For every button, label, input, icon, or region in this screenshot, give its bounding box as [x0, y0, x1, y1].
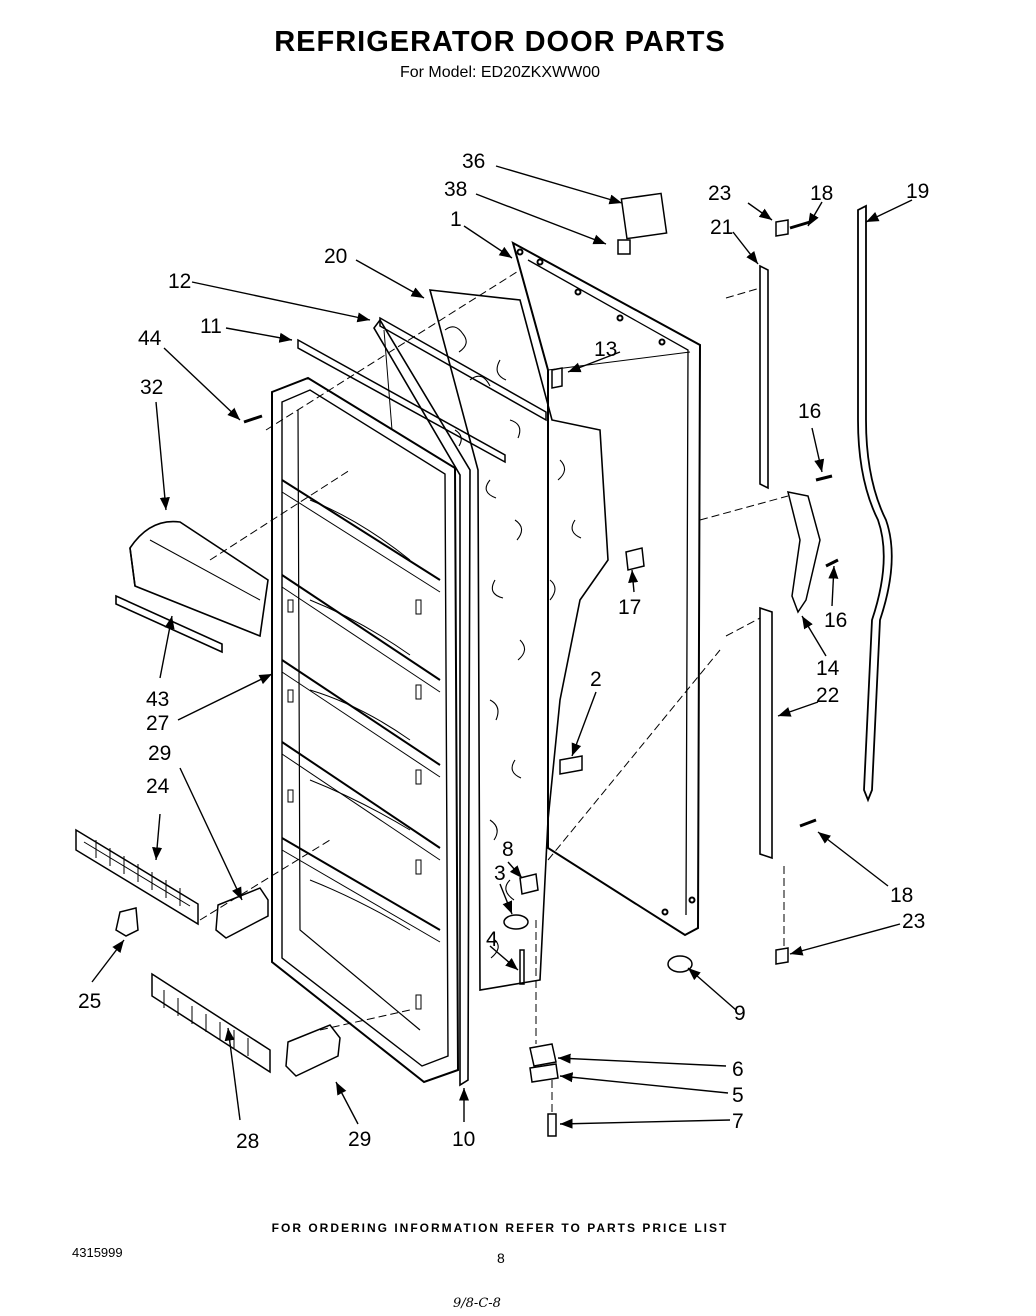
callout-22: 22: [816, 684, 839, 707]
callout-27: 27: [146, 712, 169, 735]
callout-6: 6: [732, 1058, 744, 1081]
hinge-bracket: [786, 491, 821, 614]
handwritten-note: 9/8-C-8: [453, 1296, 501, 1311]
door-gasket: [373, 318, 471, 1087]
callout-7: 7: [732, 1110, 744, 1133]
foam-insulation: [428, 289, 609, 991]
callout-23-top: 23: [708, 182, 731, 205]
callout-11: 11: [200, 315, 222, 338]
callout-18-top: 18: [810, 182, 833, 205]
ordering-note: FOR ORDERING INFORMATION REFER TO PARTS …: [271, 1221, 729, 1235]
callout-9: 9: [734, 1002, 746, 1025]
callout-28: 28: [236, 1130, 259, 1153]
page-title: REFRIGERATOR DOOR PARTS: [274, 26, 726, 58]
callout-3: 3: [494, 862, 506, 885]
model-subtitle: For Model: ED20ZKXWW00: [399, 64, 601, 81]
callout-12: 12: [168, 270, 191, 293]
callout-29-lower: 29: [348, 1128, 371, 1151]
callout-10: 10: [452, 1128, 475, 1151]
assembly-lines: [199, 269, 789, 1112]
callout-43: 43: [146, 688, 169, 711]
callout-21: 21: [710, 216, 733, 239]
callout-19: 19: [906, 180, 929, 203]
callout-2: 2: [590, 668, 602, 691]
small-parts: [115, 192, 839, 1137]
breaker-strip: [297, 316, 547, 464]
callout-17: 17: [618, 596, 641, 619]
callout-5: 5: [732, 1084, 744, 1107]
callout-23-bottom: 23: [902, 910, 925, 933]
callout-13: 13: [594, 338, 617, 361]
door-handle-trim: [857, 204, 893, 803]
document-number: 4315999: [72, 1245, 123, 1260]
callout-38: 38: [444, 178, 467, 201]
callout-4: 4: [486, 928, 498, 951]
dairy-door: [115, 520, 269, 654]
door-liner: [271, 376, 460, 1084]
callout-16-upper: 16: [798, 400, 821, 423]
callout-24: 24: [146, 775, 170, 798]
handle-strips: [759, 264, 773, 860]
callout-32: 32: [140, 376, 163, 399]
callout-18-bottom: 18: [890, 884, 913, 907]
callout-29-upper: 29: [148, 742, 171, 765]
callout-14: 14: [816, 657, 840, 680]
callout-labels: 36 38 1 20 12 11 44 32 13 23 18 19 21 16…: [78, 150, 929, 1153]
callout-20: 20: [324, 245, 347, 268]
leader-arrows: [91, 165, 913, 1129]
callout-1: 1: [450, 208, 462, 231]
callout-25: 25: [78, 990, 101, 1013]
page-number: 8: [497, 1250, 505, 1266]
callout-36: 36: [462, 150, 485, 173]
callout-8: 8: [502, 838, 514, 861]
shelf-fronts: [75, 828, 271, 1074]
callout-16-lower: 16: [824, 609, 847, 632]
callout-44: 44: [138, 327, 162, 350]
